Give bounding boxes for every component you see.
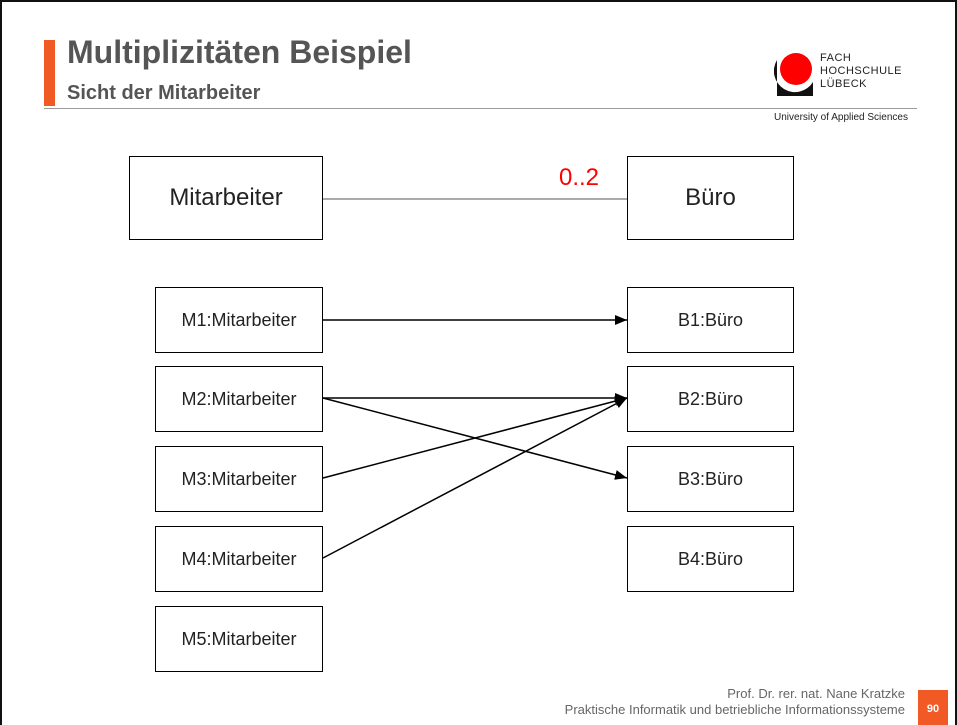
object-m2: M2:Mitarbeiter — [155, 366, 323, 432]
logo-line-1: FACH — [820, 52, 852, 64]
footer: Prof. Dr. rer. nat. Nane Kratzke Praktis… — [565, 686, 905, 718]
multiplicity-label: 0..2 — [559, 164, 600, 191]
slide-title: Multiplizitäten Beispiel — [67, 34, 412, 70]
logo-emblem-icon — [773, 53, 813, 96]
object-b4: B4:Büro — [627, 526, 794, 592]
header-divider — [44, 108, 917, 109]
footer-department: Praktische Informatik und betriebliche I… — [564, 702, 905, 717]
university-logo: FACH HOCHSCHULE LÜBECK — [773, 52, 922, 106]
logo-line-2: HOCHSCHULE — [820, 65, 903, 77]
object-b1: B1:Büro — [627, 287, 794, 353]
slide-subtitle: Sicht der Mitarbeiter — [67, 82, 261, 104]
link-m4-b2 — [322, 397, 628, 559]
footer-author: Prof. Dr. rer. nat. Nane Kratzke — [727, 686, 905, 701]
object-b3: B3:Büro — [627, 446, 794, 512]
logo-tagline: University of Applied Sciences — [774, 112, 908, 123]
object-m3: M3:Mitarbeiter — [155, 446, 323, 512]
class-box-buero: Büro — [627, 156, 794, 240]
logo-line-3: LÜBECK — [820, 78, 868, 90]
object-b2: B2:Büro — [627, 366, 794, 432]
link-m3-b2 — [322, 396, 628, 479]
title-accent-bar — [44, 40, 55, 106]
object-m5: M5:Mitarbeiter — [155, 606, 323, 672]
object-m1: M1:Mitarbeiter — [155, 287, 323, 353]
page-number: 90 — [918, 690, 948, 725]
object-m4: M4:Mitarbeiter — [155, 526, 323, 592]
class-box-mitarbeiter: Mitarbeiter — [129, 156, 323, 240]
